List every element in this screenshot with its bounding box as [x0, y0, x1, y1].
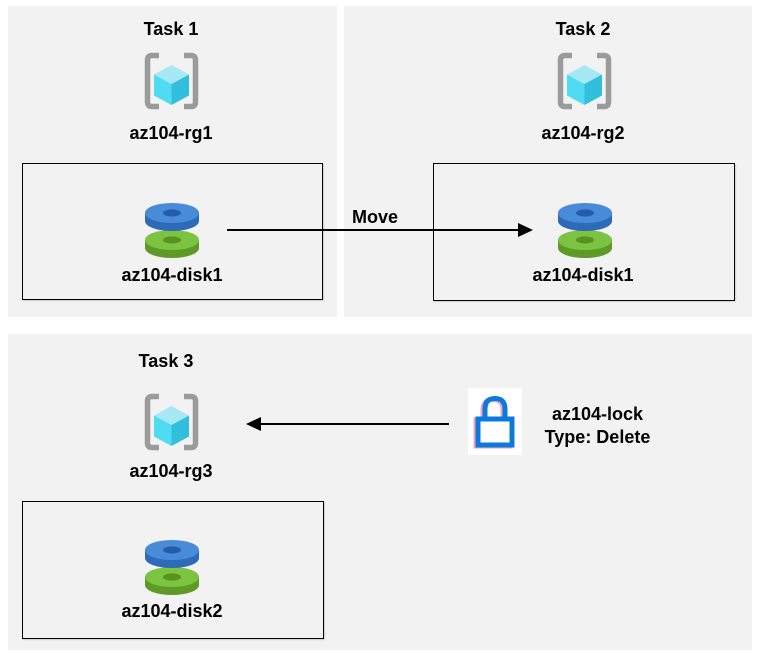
resource-group-icon: [144, 393, 199, 451]
disk-label: az104-disk1: [121, 265, 223, 285]
resource-group-icon: [144, 52, 199, 110]
task3-title: Task 3: [138, 351, 194, 371]
lock-arrow-head-icon: [246, 417, 261, 431]
managed-disk-icon: [145, 203, 199, 258]
managed-disk-icon: [558, 203, 612, 258]
lock-type: Type: Delete: [544, 427, 651, 447]
move-arrow-head-icon: [518, 223, 533, 237]
disk-label: az104-disk2: [121, 601, 223, 621]
task2-title: Task 2: [555, 19, 611, 39]
resource-group-label: az104-rg1: [129, 123, 213, 143]
move-arrow-label: Move: [352, 207, 399, 227]
task1-panel: [8, 6, 337, 317]
task1-disk-box: [22, 163, 323, 300]
task3-disk-box: [22, 501, 324, 639]
task3-panel: [8, 334, 752, 650]
lock-name: az104-lock: [551, 404, 644, 424]
lock-icon: [475, 395, 515, 447]
task1-title: Task 1: [143, 19, 199, 39]
task2-disk-box: [433, 163, 735, 301]
disk-label: az104-disk1: [532, 265, 634, 285]
resource-group-icon: [557, 52, 612, 110]
managed-disk-icon: [145, 540, 199, 595]
lock-caption: az104-lock Type: Delete: [535, 403, 660, 449]
lock-icon-container: [468, 388, 522, 455]
lock-arrow-line: [260, 423, 449, 425]
task2-panel: [344, 6, 752, 317]
resource-group-label: az104-rg3: [129, 461, 213, 481]
move-arrow-line: [227, 229, 518, 231]
resource-group-label: az104-rg2: [541, 123, 625, 143]
